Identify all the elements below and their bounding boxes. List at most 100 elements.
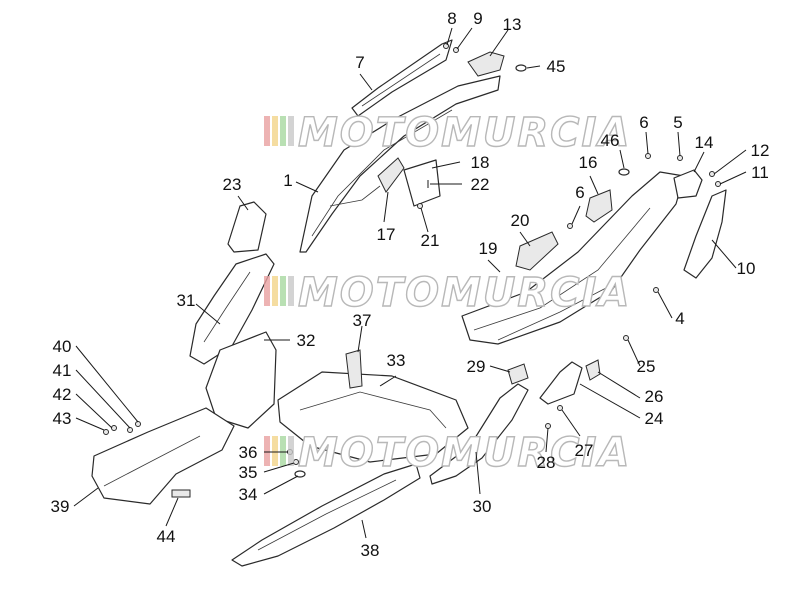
part-1-detail-b <box>329 185 381 207</box>
leader-12 <box>713 149 747 175</box>
callout-39: 39 <box>51 497 70 516</box>
callout-19: 19 <box>479 239 498 258</box>
part-4-screw <box>653 287 659 293</box>
callout-40: 40 <box>53 337 72 356</box>
callout-9: 9 <box>473 9 482 28</box>
watermark-bar-grey <box>288 436 294 466</box>
part-27-clip <box>557 405 563 411</box>
callout-36: 36 <box>239 443 258 462</box>
part-38-bottom-rail <box>231 463 421 567</box>
part-21-screw <box>417 203 423 209</box>
part-12-screw <box>709 171 715 177</box>
leader-44 <box>165 497 179 527</box>
callout-20: 20 <box>511 211 530 230</box>
callout-14: 14 <box>695 133 714 152</box>
callout-25: 25 <box>637 357 656 376</box>
part-11-screw <box>715 181 721 187</box>
part-44-pad <box>171 489 191 498</box>
callout-8: 8 <box>447 9 456 28</box>
leader-23 <box>237 195 249 211</box>
leader-19 <box>487 259 501 273</box>
part-42-fastener <box>111 425 117 431</box>
part-43-fastener <box>103 429 109 435</box>
leader-34 <box>263 475 299 495</box>
callout-41: 41 <box>53 361 72 380</box>
callout-27: 27 <box>575 441 594 460</box>
callout-44: 44 <box>157 527 176 546</box>
leader-24 <box>579 383 641 419</box>
part-39-lower-skirt <box>91 407 235 505</box>
callout-18: 18 <box>471 153 490 172</box>
part-24-inner-panel <box>539 361 583 405</box>
part-38-detail <box>257 479 397 551</box>
callout-6b: 6 <box>575 183 584 202</box>
leader-5 <box>677 131 681 157</box>
part-5-clip <box>677 155 683 161</box>
callout-29: 29 <box>467 357 486 376</box>
callout-21: 21 <box>421 231 440 250</box>
part-14-cover <box>673 169 703 199</box>
leader-4 <box>657 291 673 319</box>
part-40-fastener <box>135 421 141 427</box>
callout-28: 28 <box>537 453 556 472</box>
callout-26: 26 <box>645 387 664 406</box>
callout-6a: 6 <box>639 113 648 132</box>
part-23-bracket <box>227 201 267 253</box>
part-32-front-cover <box>205 331 277 429</box>
leader-7 <box>359 73 373 91</box>
leader-lines <box>73 27 747 539</box>
leader-38 <box>361 519 367 539</box>
watermark-bar-red <box>264 116 270 146</box>
part-1-side-panel <box>299 75 501 253</box>
part-7-detail <box>361 53 441 107</box>
watermark-bar-yellow <box>272 276 278 306</box>
part-19-detail-a <box>473 207 651 331</box>
callout-5: 5 <box>673 113 682 132</box>
leader-20 <box>519 231 531 247</box>
callout-1: 1 <box>283 171 292 190</box>
part-28-screw <box>545 423 551 429</box>
callout-46: 46 <box>601 131 620 150</box>
leader-33 <box>379 375 397 387</box>
leader-6b <box>571 205 581 225</box>
leader-11 <box>719 171 747 185</box>
leader-17 <box>383 191 389 223</box>
callout-13: 13 <box>503 15 522 34</box>
leader-35 <box>263 462 295 473</box>
callout-32: 32 <box>297 331 316 350</box>
part-39-detail <box>103 435 201 487</box>
part-1-detail <box>311 109 453 237</box>
callout-10: 10 <box>737 259 756 278</box>
part-25-screw <box>623 335 629 341</box>
callout-31: 31 <box>177 291 196 310</box>
leader-6a <box>645 131 649 155</box>
callout-35: 35 <box>239 463 258 482</box>
watermark-middle: MOTOMURCIA <box>264 269 631 317</box>
watermark-bar-yellow <box>272 436 278 466</box>
leader-18 <box>431 161 461 169</box>
callout-16: 16 <box>579 153 598 172</box>
watermark-upper: MOTOMURCIA <box>264 109 630 157</box>
part-17-bracket <box>377 157 405 193</box>
watermark-text-middle: MOTOMURCIA <box>298 270 631 316</box>
part-34-grommet <box>294 470 306 478</box>
part-19-main-side-panel <box>461 171 685 345</box>
watermark-bar-green <box>280 276 286 306</box>
callout-24: 24 <box>645 409 664 428</box>
part-19-detail-b <box>497 287 607 341</box>
leader-41 <box>75 369 131 429</box>
leader-25 <box>627 339 641 367</box>
leader-14 <box>693 151 705 173</box>
leader-43 <box>75 417 105 431</box>
part-26-bracket <box>585 359 601 381</box>
part-16-vent <box>585 189 613 223</box>
leader-26 <box>597 371 641 399</box>
callout-7: 7 <box>355 53 364 72</box>
watermark-bar-green <box>280 116 286 146</box>
watermark-bar-yellow <box>272 116 278 146</box>
part-45-grommet <box>515 64 527 72</box>
watermark-bar-red <box>264 276 270 306</box>
callout-23: 23 <box>223 175 242 194</box>
leader-8 <box>446 27 453 46</box>
callout-43: 43 <box>53 409 72 428</box>
